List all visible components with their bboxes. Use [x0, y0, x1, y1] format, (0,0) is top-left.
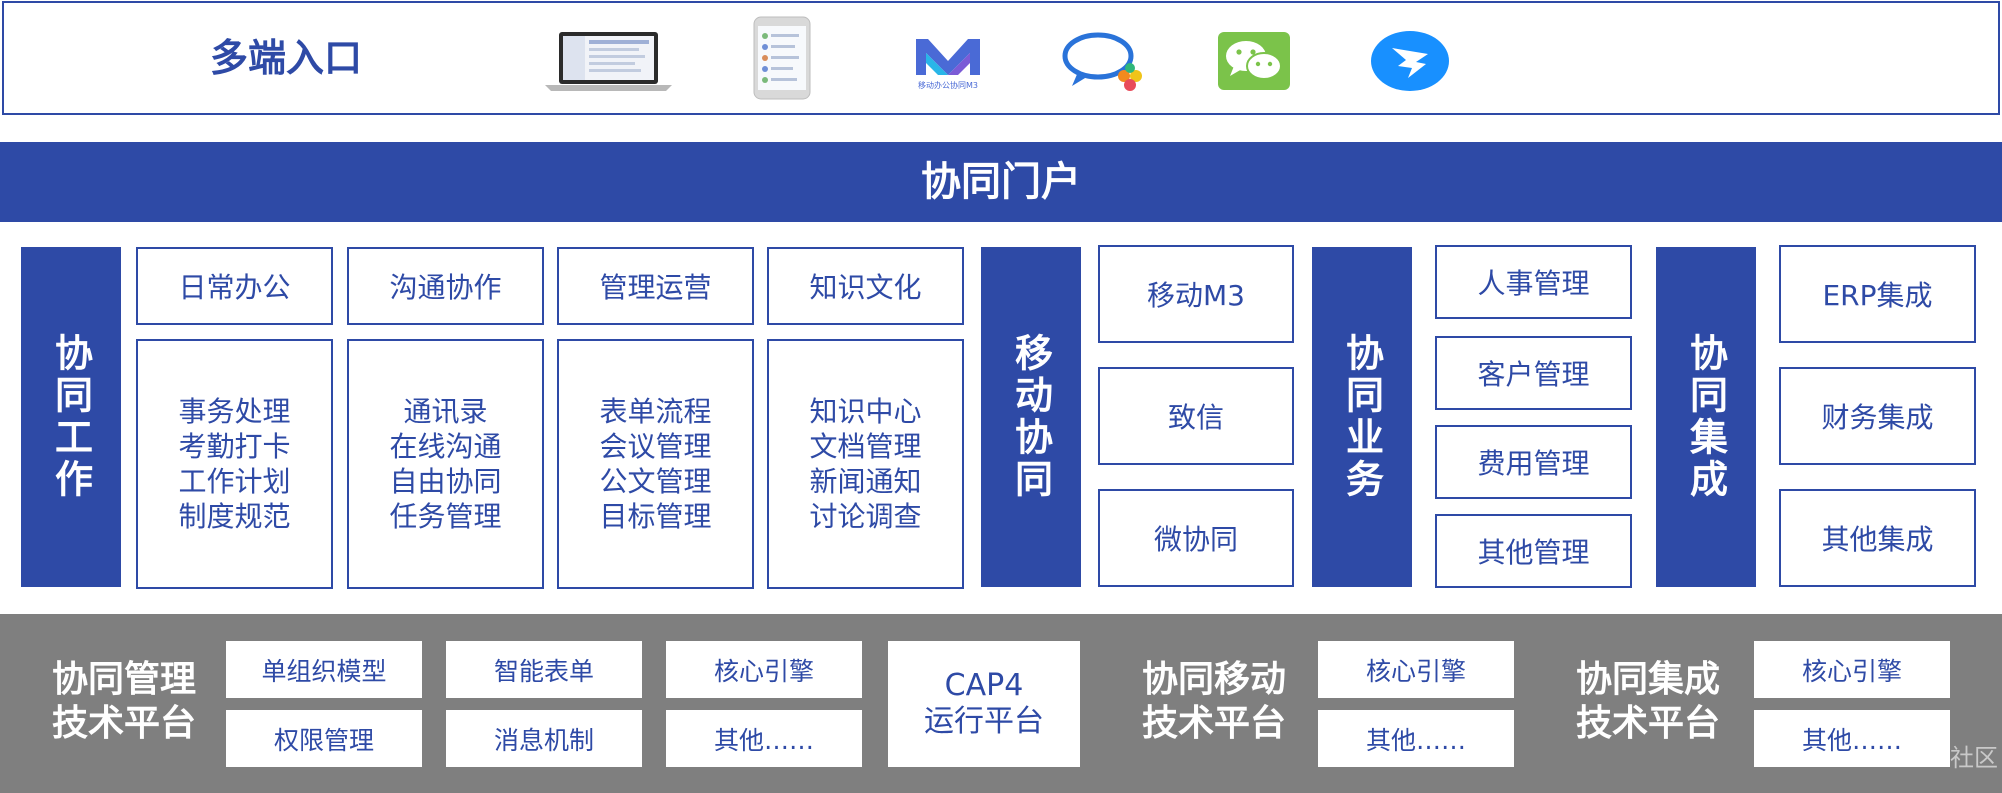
- mobile-other-box: 其他……: [1318, 710, 1514, 767]
- business-hr-box: 人事管理: [1435, 245, 1632, 319]
- integ-other-box: 其他……: [1754, 710, 1950, 767]
- list-item: 在线沟通: [389, 430, 502, 463]
- list-item: 事务处理: [178, 395, 291, 428]
- list-item: 工作计划: [178, 465, 291, 498]
- message-box: 消息机制: [446, 710, 642, 767]
- business-crm-box: 客户管理: [1435, 336, 1632, 410]
- mobile-micro-collab-box: 微协同: [1098, 489, 1294, 587]
- list-item: 新闻通知: [809, 465, 922, 498]
- business-expense-box: 费用管理: [1435, 425, 1632, 499]
- work-header-management: 管理运营: [557, 247, 754, 325]
- zhixin-chat-icon: [1062, 32, 1144, 92]
- list-item: 任务管理: [389, 500, 502, 533]
- single-org-model-box: 单组织模型: [226, 641, 422, 698]
- laptop-icon: [545, 30, 672, 92]
- wechat-icon: [1218, 32, 1290, 90]
- list-item: 公文管理: [599, 465, 712, 498]
- list-item: 讨论调查: [809, 500, 922, 533]
- collab-business-label: 协同业务: [1312, 247, 1412, 587]
- list-item: 知识中心: [809, 395, 922, 428]
- m3-logo-icon: 移动办公协同M3: [912, 33, 984, 91]
- list-item: 自由协同: [389, 465, 502, 498]
- phone-icon: [753, 16, 811, 100]
- mobile-m3-box: 移动M3: [1098, 245, 1294, 343]
- work-list-communication: 通讯录 在线沟通 自由协同 任务管理: [347, 339, 544, 589]
- integration-finance-box: 财务集成: [1779, 367, 1976, 465]
- m3-caption: 移动办公协同M3: [918, 81, 978, 90]
- mobile-core-engine-box: 核心引擎: [1318, 641, 1514, 698]
- dingtalk-icon: [1370, 30, 1450, 92]
- mobile-platform-title: 协同移动 技术平台: [1141, 659, 1286, 744]
- work-list-knowledge: 知识中心 文档管理 新闻通知 讨论调查: [767, 339, 964, 589]
- collab-integration-label: 协同集成: [1656, 247, 1756, 587]
- entry-title: 多端入口: [210, 36, 363, 80]
- list-item: 目标管理: [599, 500, 712, 533]
- list-item: 表单流程: [599, 395, 712, 428]
- entry-bar: [2, 1, 2000, 115]
- other-box: 其他……: [666, 710, 862, 767]
- list-item: 通讯录: [403, 395, 488, 428]
- list-item: 文档管理: [809, 430, 922, 463]
- list-item: 制度规范: [178, 500, 291, 533]
- integ-core-engine-box: 核心引擎: [1754, 641, 1950, 698]
- mgmt-platform-title: 协同管理 技术平台: [51, 659, 196, 744]
- work-list-management: 表单流程 会议管理 公文管理 目标管理: [557, 339, 754, 589]
- list-item: 考勤打卡: [178, 430, 291, 463]
- portal-bar: 协同门户: [0, 142, 2002, 222]
- work-header-daily: 日常办公: [136, 247, 333, 325]
- mobile-zhixin-box: 致信: [1098, 367, 1294, 465]
- work-list-daily: 事务处理 考勤打卡 工作计划 制度规范: [136, 339, 333, 589]
- list-item: 会议管理: [599, 430, 712, 463]
- smart-form-box: 智能表单: [446, 641, 642, 698]
- business-other-box: 其他管理: [1435, 514, 1632, 588]
- mobile-collab-label: 移动协同: [981, 247, 1081, 587]
- core-engine-box: 核心引擎: [666, 641, 862, 698]
- watermark: 社区: [1950, 744, 1998, 772]
- permission-box: 权限管理: [226, 710, 422, 767]
- work-header-knowledge: 知识文化: [767, 247, 964, 325]
- collab-work-label: 协同工作: [21, 247, 121, 587]
- integration-erp-box: ERP集成: [1779, 245, 1976, 343]
- integration-platform-title: 协同集成 技术平台: [1575, 659, 1720, 744]
- cap4-runtime-box: CAP4 运行平台: [888, 641, 1080, 767]
- integration-other-box: 其他集成: [1779, 489, 1976, 587]
- work-header-communication: 沟通协作: [347, 247, 544, 325]
